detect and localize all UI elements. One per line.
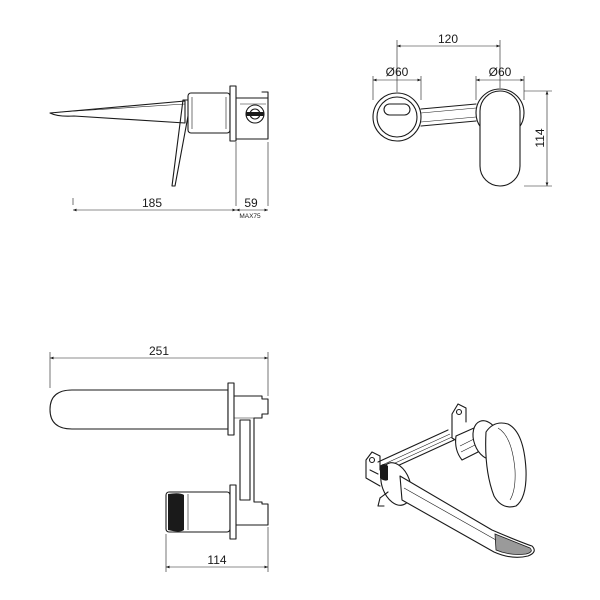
front-spout-rosette — [372, 92, 422, 142]
iso-bracket-left — [365, 451, 381, 487]
dim-top-width: 114 — [207, 553, 226, 567]
top-view: 251 114 — [49, 344, 269, 572]
dim-front-dia-right: Ø60 — [489, 65, 512, 79]
dim-side-length: 185 — [142, 196, 162, 210]
front-spout-outlet — [383, 103, 411, 116]
dim-front-spacing: 120 — [438, 32, 458, 46]
isometric-view — [365, 403, 535, 558]
front-handle — [479, 90, 521, 187]
front-view: 120 Ø60 Ø60 114 — [372, 32, 552, 187]
top-flange-lower — [229, 484, 237, 540]
iso-handle — [485, 422, 527, 508]
dim-front-height: 114 — [533, 128, 547, 147]
dim-top-length: 251 — [149, 344, 169, 358]
dim-front-dia-left: Ø60 — [386, 65, 409, 79]
side-body — [187, 92, 231, 134]
side-flange — [229, 85, 237, 142]
dim-side-depth: 59 — [244, 196, 258, 210]
front-link-bar — [420, 103, 477, 127]
top-spout — [49, 389, 229, 430]
side-spout — [49, 100, 186, 124]
side-valve-box — [235, 97, 269, 140]
top-flange-upper — [227, 382, 235, 436]
side-view: 185 59 MAX75 — [49, 85, 269, 220]
top-valve-body — [233, 395, 269, 526]
dim-side-depth-max: MAX75 — [239, 213, 261, 220]
